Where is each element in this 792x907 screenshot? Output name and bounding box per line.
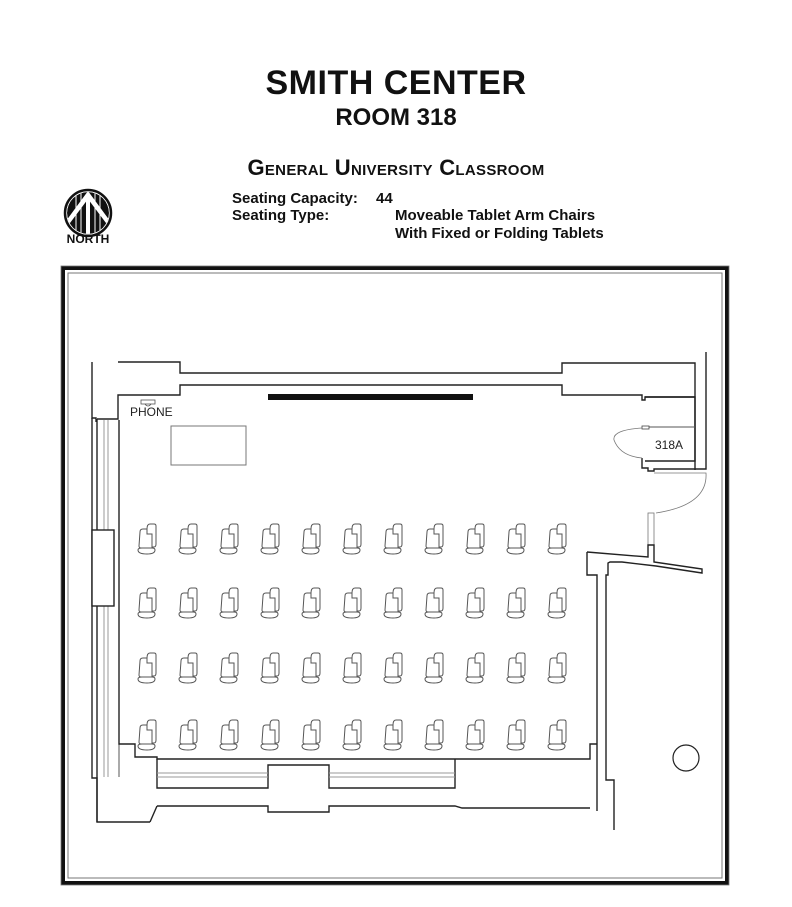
chair-icon [383, 719, 403, 751]
capacity-value: 44 [376, 190, 393, 207]
seating-chairs [137, 523, 567, 751]
chair-icon [137, 587, 157, 619]
chair-icon [342, 652, 362, 684]
chair-icon [260, 523, 280, 555]
capacity-label: Seating Capacity: [232, 190, 358, 207]
chair-icon [506, 652, 526, 684]
page-frame [60, 265, 730, 886]
chair-icon [137, 523, 157, 555]
chair-icon [301, 523, 321, 555]
phone-label: PHONE [130, 405, 173, 419]
chair-icon [383, 587, 403, 619]
chair-icon [424, 652, 444, 684]
chair-icon [424, 587, 444, 619]
chair-icon [547, 587, 567, 619]
chair-icon [465, 587, 485, 619]
chair-icon [178, 587, 198, 619]
north-arrow-icon [63, 188, 113, 238]
column-circle [672, 744, 700, 772]
chair-icon [383, 523, 403, 555]
chair-icon [547, 523, 567, 555]
chair-icon [301, 652, 321, 684]
chair-icon [260, 652, 280, 684]
north-label: NORTH [66, 232, 110, 246]
chair-icon [506, 587, 526, 619]
chair-icon [178, 523, 198, 555]
chair-icon [342, 523, 362, 555]
phone-icon [140, 399, 156, 407]
chair-icon [465, 523, 485, 555]
closet-label: 318A [655, 438, 683, 452]
chair-icon [465, 652, 485, 684]
projection-screen [268, 394, 473, 400]
chair-icon [219, 719, 239, 751]
chair-icon [301, 719, 321, 751]
classification-title: General University Classroom [247, 155, 545, 180]
chair-icon [506, 719, 526, 751]
seating-type-value-line1: Moveable Tablet Arm Chairs [395, 207, 596, 224]
chair-icon [178, 652, 198, 684]
chair-icon [547, 652, 567, 684]
chair-icon [342, 719, 362, 751]
chair-icon [301, 587, 321, 619]
seating-type-value-line2: With Fixed or Folding Tablets [395, 225, 604, 242]
chair-icon [260, 719, 280, 751]
chair-icon [219, 652, 239, 684]
chair-icon [342, 587, 362, 619]
chair-icon [547, 719, 567, 751]
chair-icon [219, 523, 239, 555]
chair-icon [465, 719, 485, 751]
chair-icon [219, 587, 239, 619]
seating-type-label: Seating Type: [232, 207, 330, 224]
chair-icon [424, 523, 444, 555]
chair-icon [424, 719, 444, 751]
building-title: SMITH CENTER [265, 64, 527, 102]
chair-icon [383, 652, 403, 684]
chair-icon [178, 719, 198, 751]
chair-icon [506, 523, 526, 555]
chair-icon [137, 652, 157, 684]
chair-icon [137, 719, 157, 751]
room-title: ROOM 318 [335, 104, 457, 131]
chair-icon [260, 587, 280, 619]
room-walls [91, 352, 707, 830]
instructor-table [170, 425, 247, 466]
